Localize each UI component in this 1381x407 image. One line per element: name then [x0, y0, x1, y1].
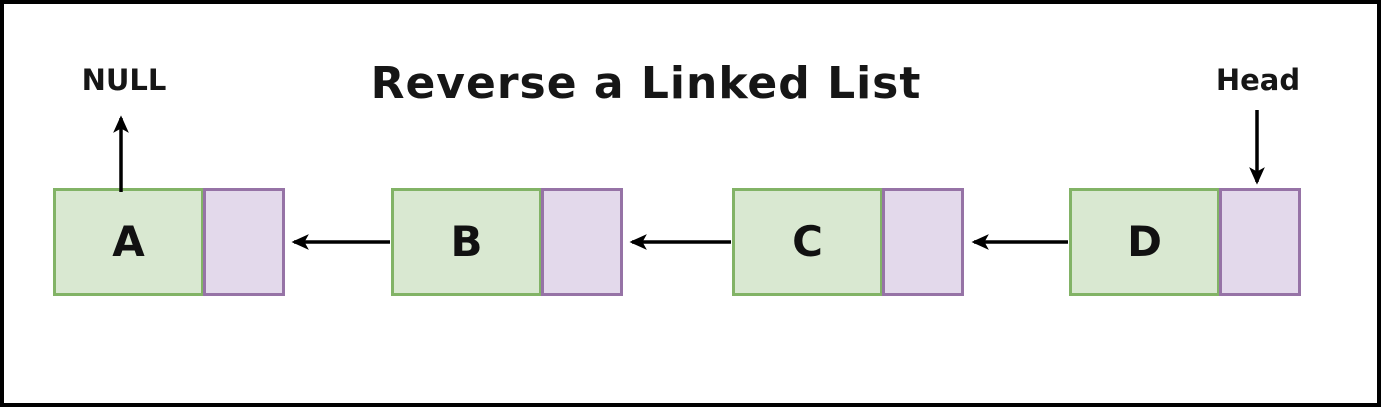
node-d: D	[1069, 188, 1301, 296]
node-a-pointer-cell	[203, 188, 285, 296]
node-c-pointer-cell	[882, 188, 964, 296]
head-label: Head	[1215, 63, 1301, 97]
node-d-pointer-cell	[1219, 188, 1301, 296]
diagram-title: Reverse a Linked List	[370, 58, 922, 109]
node-b-data-cell: B	[391, 188, 542, 296]
node-a: A	[53, 188, 285, 296]
node-c-label: C	[792, 217, 823, 266]
node-d-data-cell: D	[1069, 188, 1220, 296]
node-d-label: D	[1127, 217, 1162, 266]
node-a-label: A	[112, 217, 145, 266]
node-b-label: B	[450, 217, 483, 266]
node-b-pointer-cell	[541, 188, 623, 296]
node-c-data-cell: C	[732, 188, 883, 296]
node-a-data-cell: A	[53, 188, 204, 296]
null-label: NULL	[81, 63, 167, 97]
node-c: C	[732, 188, 964, 296]
node-b: B	[391, 188, 623, 296]
